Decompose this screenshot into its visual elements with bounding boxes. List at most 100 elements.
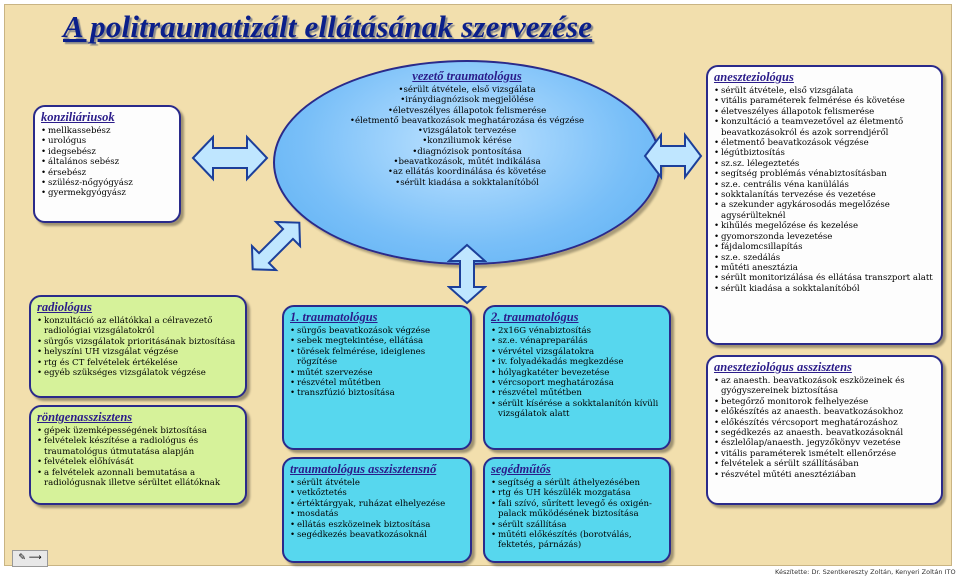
list-item: sérült kísérése a sokktalanítón kívüli v… — [491, 399, 663, 420]
radiologist-heading: radiológus — [37, 300, 92, 314]
list-item: 2x16G vénabiztosítás — [491, 326, 663, 337]
list-item: sz.e. vénapreparálás — [491, 336, 663, 347]
surgical-aide-list: segítség a sérült áthelyezésében rtg és … — [491, 478, 663, 551]
list-item: sérült monitorizálása és ellátása transz… — [714, 273, 935, 284]
anesthesia-assistant-list: az anaesth. beavatkozások eszközeinek és… — [714, 376, 935, 480]
list-item: vérvétel vizsgálatokra — [491, 347, 663, 358]
list-item: sokktalanítás tervezése és vezetése — [714, 190, 935, 201]
list-item: gyomorszonda levezetése — [714, 232, 935, 243]
list-item: törések felmérése, ideiglenes rögzítése — [290, 347, 464, 368]
anesthesiologist-heading: aneszteziológus — [714, 70, 794, 84]
list-item: sebek megtekintése, ellátása — [290, 336, 464, 347]
list-item: urológus — [41, 136, 173, 147]
list-item: érsebész — [41, 168, 173, 179]
traumatologist-2-box: 2. traumatológus 2x16G vénabiztosítás sz… — [483, 305, 671, 450]
consultants-heading: konziliáriusok — [41, 110, 115, 124]
list-item: a felvételek azonnali bemutatása a radio… — [37, 468, 239, 489]
traumatologist-2-list: 2x16G vénabiztosítás sz.e. vénapreparálá… — [491, 326, 663, 420]
list-item: gépek üzemképességének biztosítása — [37, 426, 239, 437]
trauma-assistant-list: sérült átvétele vetkőztetés értéktárgyak… — [290, 478, 464, 541]
list-item: fájdalomcsillapítás — [714, 242, 935, 253]
trauma-assistant-heading: traumatológus asszisztensnő — [290, 462, 437, 476]
list-item: műtéti anesztázia — [714, 263, 935, 274]
list-item: sérült átvétele, első vizsgálata — [714, 86, 935, 97]
surgical-aide-box: segédműtős segítség a sérült áthelyezésé… — [483, 457, 671, 563]
list-item: sürgős vizsgálatok prioritásának biztosí… — [37, 337, 239, 348]
list-item: ellátás eszközeinek biztosítása — [290, 520, 464, 531]
list-item: segítség problémás vénabiztosításban — [714, 169, 935, 180]
list-item: vitális paraméterek ismételt ellenőrzése — [714, 449, 935, 460]
list-item: előkészítés az anaesth. beavatkozásokhoz — [714, 407, 935, 418]
traumatologist-1-heading: 1. traumatológus — [290, 310, 378, 324]
consultants-box: konziliáriusok mellkassebész urológus id… — [33, 105, 181, 223]
anesthesia-assistant-heading: aneszteziológus asszisztens — [714, 360, 852, 374]
list-item: felvételek készítése a radiológus és tra… — [37, 436, 239, 457]
list-item: mosdatás — [290, 509, 464, 520]
double-arrow-diagonal-icon — [250, 220, 302, 272]
list-item: mellkassebész — [41, 126, 173, 137]
consultants-list: mellkassebész urológus idegsebész általá… — [41, 126, 173, 199]
list-item: beavatkozások, műtét indikálása — [275, 157, 659, 167]
list-item: iv. folyadékadás megkezdése — [491, 357, 663, 368]
list-item: a szekunder agykárosodás megelőzése agys… — [714, 200, 935, 221]
list-item: sürgős beavatkozások végzése — [290, 326, 464, 337]
anesthesiologist-list: sérült átvétele, első vizsgálata vitális… — [714, 86, 935, 295]
radiologist-list: konzultáció az ellátókkal a célravezető … — [37, 316, 239, 379]
list-item: segítség a sérült áthelyezésében — [491, 478, 663, 489]
lead-traumatologist-list: sérült átvétele, első vizsgálata iránydi… — [275, 85, 659, 188]
page-title: A politraumatizált ellátásának szervezés… — [63, 9, 593, 44]
list-item: értéktárgyak, ruházat elhelyezése — [290, 499, 464, 510]
list-item: az ellátás koordinálása és követése — [275, 167, 659, 177]
list-item: műtéti előkészítés (borotválás, fektetés… — [491, 530, 663, 551]
list-item: kihűlés megelőzése és kezelése — [714, 221, 935, 232]
list-item: észlelőlap/anaesth. jegyzőkönyv vezetése — [714, 438, 935, 449]
list-item: életveszélyes állapotok felismerése — [714, 107, 935, 118]
list-item: vetkőztetés — [290, 488, 464, 499]
xray-assistant-list: gépek üzemképességének biztosítása felvé… — [37, 426, 239, 488]
traumatologist-2-heading: 2. traumatológus — [491, 310, 579, 324]
xray-assistant-box: röntgenasszisztens gépek üzemképességéne… — [29, 405, 247, 505]
list-item: fali szívó, sűrített levegő és oxigén-pa… — [491, 499, 663, 520]
list-item: egyéb szükséges vizsgálatok végzése — [37, 368, 239, 379]
list-item: részvétel műtétben — [491, 388, 663, 399]
anesthesia-assistant-box: aneszteziológus asszisztens az anaesth. … — [706, 355, 943, 505]
double-arrow-vertical-icon — [447, 243, 487, 305]
anesthesiologist-box: aneszteziológus sérült átvétele, első vi… — [706, 65, 943, 345]
list-item: életmentő beavatkozások végzése — [714, 138, 935, 149]
list-item: vizsgálatok tervezése — [275, 126, 659, 136]
list-item: sérült kiadása a sokktalanítóból — [275, 178, 659, 188]
list-item: sérült kiadása a sokktalanítóból — [714, 284, 935, 295]
list-item: konziliumok kérése — [275, 136, 659, 146]
traumatologist-1-box: 1. traumatológus sürgős beavatkozások vé… — [282, 305, 472, 450]
slide-nav-icon[interactable]: ✎ ⟶ — [12, 550, 48, 567]
list-item: általános sebész — [41, 157, 173, 168]
list-item: sz.sz. lélegeztetés — [714, 159, 935, 170]
list-item: sérült átvétele, első vizsgálata — [275, 85, 659, 95]
list-item: konzultáció a teamvezetővel az életmentő… — [714, 117, 935, 138]
double-arrow-right-icon — [643, 132, 703, 180]
list-item: konzultáció az ellátókkal a célravezető … — [37, 316, 239, 337]
list-item: műtét szervezése — [290, 368, 464, 379]
surgical-aide-heading: segédműtős — [491, 462, 551, 476]
list-item: az anaesth. beavatkozások eszközeinek és… — [714, 376, 935, 397]
list-item: sérült szállítása — [491, 520, 663, 531]
list-item: betegőrző monitorok felhelyezése — [714, 397, 935, 408]
xray-assistant-heading: röntgenasszisztens — [37, 410, 133, 424]
list-item: légútbiztosítás — [714, 148, 935, 159]
list-item: sérült átvétele — [290, 478, 464, 489]
list-item: diagnózisok pontosítása — [275, 147, 659, 157]
list-item: felvételek előhívását — [37, 457, 239, 468]
traumatologist-1-list: sürgős beavatkozások végzése sebek megte… — [290, 326, 464, 399]
list-item: segédkezés beavatkozásoknál — [290, 530, 464, 541]
footer-credit: Készítette: Dr. Szentkereszty Zoltán, Ke… — [775, 568, 956, 576]
lead-traumatologist-ellipse: vezető traumatológus sérült átvétele, el… — [273, 60, 661, 265]
list-item: vitális paraméterek felmérése és követés… — [714, 96, 935, 107]
list-item: sz.e. szedálás — [714, 253, 935, 264]
lead-traumatologist-heading: vezető traumatológus — [412, 69, 522, 83]
trauma-assistant-box: traumatológus asszisztensnő sérült átvét… — [282, 457, 472, 563]
radiologist-box: radiológus konzultáció az ellátókkal a c… — [29, 295, 247, 398]
list-item: életveszélyes állapotok felismerése — [275, 106, 659, 116]
list-item: vércsoport meghatározása — [491, 378, 663, 389]
double-arrow-left-icon — [191, 134, 269, 182]
list-item: szülész-nőgyógyász — [41, 178, 173, 189]
